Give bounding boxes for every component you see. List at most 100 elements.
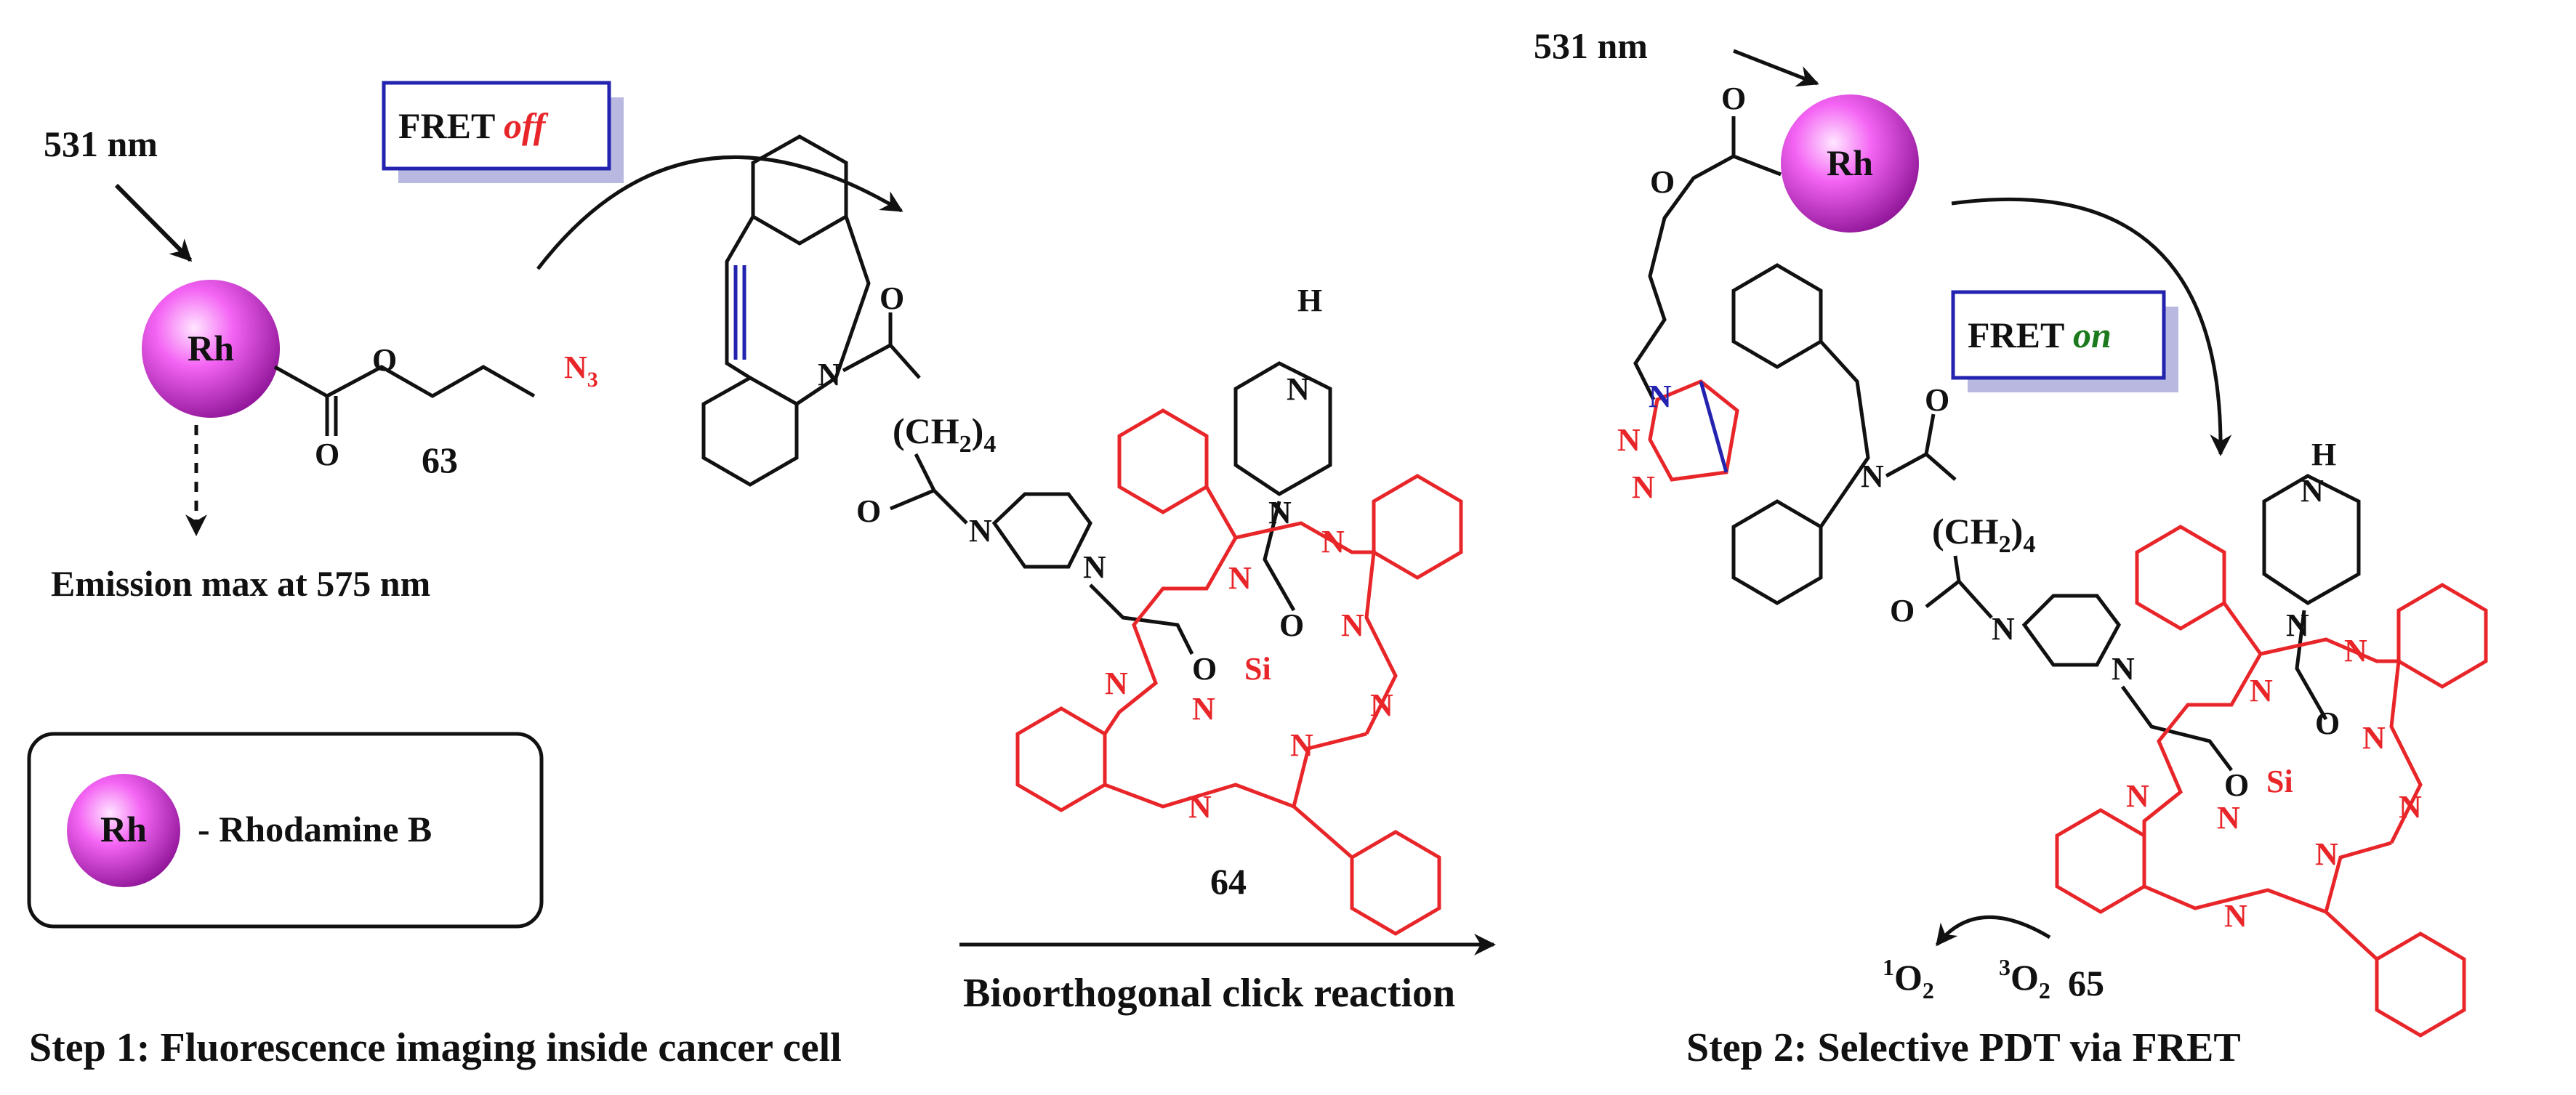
amide-65-bond <box>1885 451 1957 481</box>
linker-63-chain <box>273 365 536 398</box>
triazole-n3: N <box>1632 469 1655 505</box>
right-excitation-arrow <box>1733 49 1819 87</box>
compound-65-number: 65 <box>2068 963 2104 1003</box>
left-excitation-arrow <box>114 183 193 262</box>
compound-63-group: 531 nm Rh O O N3 63 Emission max at 575 … <box>44 124 598 604</box>
right-rh-label: Rh <box>1827 142 1873 183</box>
pc64-ring-left <box>1103 485 1238 735</box>
pc65-n-8: N <box>2344 633 2367 668</box>
linker-64-to-si <box>1089 583 1194 655</box>
pc65-n-2: N <box>2362 720 2386 756</box>
carbonyl-65-oxygen: O <box>1721 81 1746 116</box>
pc64-ring-bottom <box>1104 783 1353 859</box>
piperazine-64-h: H <box>1297 283 1322 318</box>
piperazine-64-n2: N <box>1083 549 1106 585</box>
si-64-oxygen-1: O <box>1192 651 1217 687</box>
fret-off-box: FRET off <box>382 81 624 183</box>
chain-64-bond <box>914 453 968 525</box>
pc65-n-4: N <box>2217 800 2240 836</box>
piperazine-65-h: H <box>2311 437 2336 472</box>
step1-caption: Step 1: Fluorescence imaging inside canc… <box>29 1025 842 1070</box>
dibenzo-ring-top <box>751 134 848 246</box>
pc64-n-8: N <box>1321 524 1345 559</box>
compound-64-number: 64 <box>1210 861 1247 902</box>
linker-65-to-si <box>2120 685 2233 772</box>
step2-caption: Step 2: Selective PDT via FRET <box>1686 1025 2241 1070</box>
singlet-oxygen-label: 1O2 <box>1883 954 1934 1003</box>
pc65-ring-bottom <box>2144 884 2378 961</box>
linker-65-top <box>2295 610 2328 721</box>
si-65-label: Si <box>2266 764 2293 799</box>
si-64-label: Si <box>1244 651 1271 687</box>
pc64-benzo-bl <box>1015 706 1107 812</box>
pc64-n-1: N <box>1228 560 1252 596</box>
amide-64-nitrogen: N <box>818 357 841 392</box>
phthalocyanine-65-core <box>2055 525 2488 1038</box>
piperazine-64-ring <box>991 492 1092 569</box>
triazole-n1: N <box>1649 379 1672 414</box>
linker-65-chain <box>1633 154 1782 401</box>
linker-64-top <box>1263 501 1296 612</box>
fret-on-text: FRET on <box>1968 315 2112 355</box>
cyclooctyne-left <box>725 215 755 380</box>
legend-rh-label: Rh <box>100 809 147 849</box>
fret-off-curved-arrow <box>536 155 903 270</box>
carbonyl-65b-oxygen: O <box>1890 593 1915 629</box>
pc64-benzo-tl <box>1117 408 1209 514</box>
fret-on-frame <box>1951 290 2166 380</box>
right-excitation-label: 531 nm <box>1534 25 1648 66</box>
triplet-oxygen-label: 3O2 <box>1999 954 2050 1003</box>
chain-64-label: (CH2)4 <box>893 411 996 458</box>
pc64-ring-right <box>1235 521 1398 735</box>
legend-frame <box>27 732 544 929</box>
carbonyl-65b-bond <box>1925 580 1960 608</box>
pc64-benzo-tr <box>1372 474 1463 580</box>
pc65-ring-left <box>2142 602 2263 836</box>
piperazine-65-n2: N <box>2112 651 2135 687</box>
pc65-ring-br <box>2324 841 2392 913</box>
pc64-n-7: N <box>1105 666 1128 701</box>
chain-65-label: (CH2)4 <box>1932 511 2035 558</box>
amide-64-oxygen: O <box>880 280 904 316</box>
azide-label: N3 <box>564 349 598 392</box>
ester-63-oxygen: O <box>372 342 397 378</box>
fret-off-frame <box>382 81 611 171</box>
dibenzo-65-bottom <box>1731 499 1823 605</box>
piperazine-65-ring <box>2021 594 2121 667</box>
fret-on-curved-arrow <box>1951 197 2232 456</box>
triazole-fused-bond <box>1699 381 1728 473</box>
amide-65-co <box>1924 413 1936 455</box>
pc64-ring-br <box>1292 732 1367 807</box>
left-rh-label: Rh <box>188 328 234 368</box>
phthalocyanine-64-core <box>1015 408 1463 936</box>
piperazine-65-top-ring <box>2262 474 2361 605</box>
pc64-n-4: N <box>1192 691 1215 727</box>
si-65-oxygen-2: O <box>2315 706 2340 741</box>
piperazine-64-top-ring <box>1233 361 1332 496</box>
pc65-n-6: N <box>2224 898 2247 934</box>
reaction-arrow-label: Bioorthogonal click reaction <box>963 971 1455 1016</box>
left-excitation-label: 531 nm <box>44 124 158 164</box>
pc65-benzo-br <box>2375 932 2466 1038</box>
emission-label: Emission max at 575 nm <box>51 563 430 604</box>
dibenzo-65-top <box>1731 263 1823 369</box>
fret-off-text: FRET off <box>398 105 549 146</box>
piperazine-65-n1: N <box>1992 611 2015 647</box>
chain-65-bond <box>1953 555 1993 619</box>
cyclooctyne-right <box>795 216 871 406</box>
compound-65-group: 531 nm Rh O O N N N N O (CH2)4 O N N O H… <box>1534 25 2488 1038</box>
pc65-n-5: N <box>2315 836 2338 872</box>
dibenzo-ring-bottom <box>701 376 799 487</box>
compound-63-number: 63 <box>422 440 458 480</box>
pc65-benzo-tr <box>2396 583 2488 689</box>
piperazine-65-n3: N <box>2286 607 2309 643</box>
pc65-benzo-tl <box>2135 525 2226 631</box>
pc65-n-7: N <box>2126 778 2149 814</box>
amide-65-oxygen: O <box>1925 382 1949 418</box>
legend-text: - Rhodamine B <box>198 809 432 849</box>
fret-on-box: FRET on <box>1951 290 2178 392</box>
cyclooctene-65 <box>1819 340 1870 528</box>
pc65-n-1: N <box>2250 673 2273 708</box>
